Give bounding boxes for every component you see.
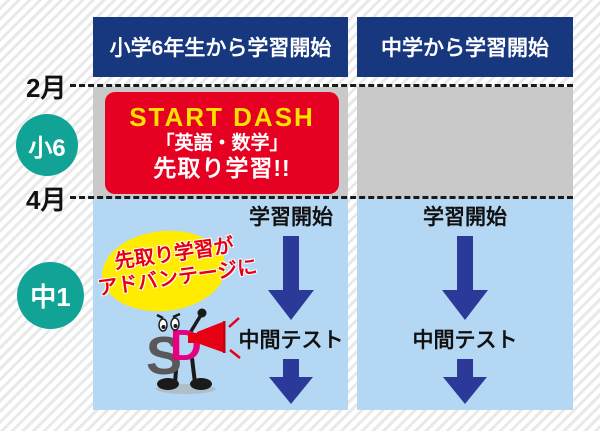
label-april: 4月 <box>26 185 67 215</box>
column-header-juniorhigh-start: 中学から学習開始 <box>357 17 573 77</box>
column-header-elementary-start: 小学6年生から学習開始 <box>93 17 348 77</box>
right-flow-start-label: 学習開始 <box>423 206 507 229</box>
start-dash-subjects: 「英語・数学」 <box>155 132 289 154</box>
mascot-character: S D <box>146 308 241 394</box>
divider-april-line <box>70 196 573 199</box>
right-flow: 学習開始 中間テスト <box>410 206 520 405</box>
mascot-arm <box>188 308 207 334</box>
start-dash-subtitle: 先取り学習!! <box>153 155 291 182</box>
down-arrow-icon <box>443 359 487 405</box>
left-flow-test-label: 中間テスト <box>238 329 344 353</box>
down-arrow-icon <box>268 236 314 321</box>
start-dash-title: START DASH <box>129 102 315 133</box>
down-arrow-icon <box>269 359 313 405</box>
mascot-letter-s: S <box>146 326 182 386</box>
left-flow-start-label: 学習開始 <box>249 206 333 229</box>
divider-february-line <box>70 84 573 87</box>
right-column-prestudy-band <box>357 87 573 198</box>
grade-badge-elementary6: 小6 <box>16 114 78 176</box>
left-flow: 学習開始 中間テスト <box>236 206 346 405</box>
label-february: 2月 <box>26 73 67 103</box>
right-flow-test-label: 中間テスト <box>412 329 518 353</box>
megaphone-icon <box>188 317 241 359</box>
start-dash-banner: START DASH 「英語・数学」 先取り学習!! <box>105 92 339 194</box>
mascot-legs <box>157 357 212 390</box>
grade-badge-juniorhigh1: 中1 <box>17 262 84 329</box>
down-arrow-icon <box>442 236 488 321</box>
mascot-eyes <box>156 312 181 332</box>
